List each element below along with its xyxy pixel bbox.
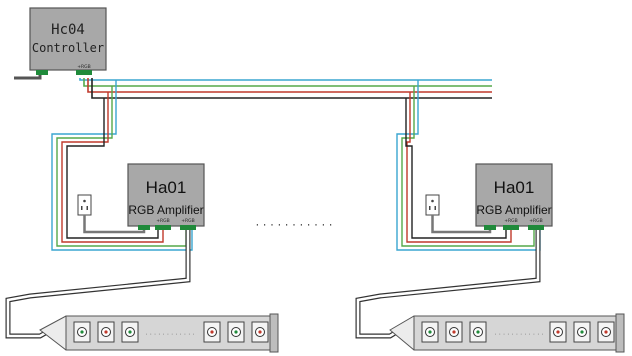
amplifier-1: Ha01 RGB Amplifier +RGB +RGB [77, 163, 205, 234]
branch-wires-1 [51, 80, 193, 251]
bus-wire-black [91, 78, 492, 99]
amplifier-2-port-out-label: +RGB [529, 218, 542, 224]
controller-power-cable [14, 74, 42, 80]
strip-1-led-socket [203, 321, 221, 343]
amplifier-2-connector-in [503, 225, 519, 230]
amplifier-2-subtitle: RGB Amplifier [476, 203, 551, 217]
strip-2-led-socket [421, 321, 439, 343]
amplifier-1-connector-power [138, 225, 150, 230]
amplifier-1-title: Ha01 [146, 178, 187, 197]
bus-wire-green [83, 78, 492, 87]
strip-2-dots: · · · · · · · · · · · · [494, 331, 543, 338]
controller-connector-rgb [76, 70, 92, 75]
light-strip-1: · · · · · · · · · · · · [39, 313, 279, 353]
amplifier-1-connector-in [155, 225, 171, 230]
bus-wire-blue [79, 78, 492, 81]
amplifier-1-port-in-label: +RGB [156, 218, 169, 224]
controller-title: Hc04 [51, 22, 85, 38]
amplifier-2: Ha01 RGB Amplifier +RGB +RGB [425, 163, 553, 234]
amplifier-2-title: Ha01 [494, 178, 535, 197]
bus-wire-red [87, 78, 492, 93]
amplifier-1-subtitle: RGB Amplifier [128, 203, 203, 217]
light-strip-2: · · · · · · · · · · · · [389, 313, 625, 353]
controller-subtitle: Controller [32, 41, 104, 55]
amplifier-2-connector-out [528, 225, 544, 230]
amplifier-1-port-out-label: +RGB [181, 218, 194, 224]
controller-port-label: +RGB [77, 64, 90, 70]
controller-bus-wires [79, 78, 492, 99]
strip-2-led-socket [445, 321, 463, 343]
strip-1-led-socket [227, 321, 245, 343]
strip-2-led-socket [549, 321, 567, 343]
strip-2-led-socket [597, 321, 615, 343]
strip-1-led-socket [251, 321, 269, 343]
strip-1-dots: · · · · · · · · · · · · [145, 331, 194, 338]
amplifier-1-connector-out [180, 225, 196, 230]
strip-2-led-socket [573, 321, 591, 343]
strip-1-led-socket [73, 321, 91, 343]
strip-1-led-socket [97, 321, 115, 343]
strip-2-led-socket [469, 321, 487, 343]
controller-connector-left [36, 70, 48, 75]
strip-1-led-socket [121, 321, 139, 343]
amplifier-continuation-dots: · · · · · · · · · · · [255, 217, 332, 231]
controller-box: Hc04 Controller +RGB [29, 7, 107, 75]
wall-outlet-1 [77, 194, 92, 216]
amplifier-2-connector-power [484, 225, 496, 230]
wall-outlet-2 [425, 194, 440, 216]
amplifier-2-port-in-label: +RGB [504, 218, 517, 224]
